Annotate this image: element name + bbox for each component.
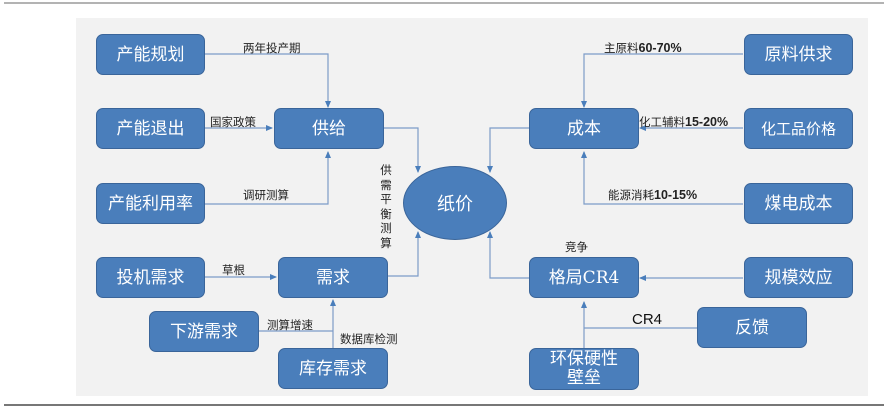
label-downstream-demand: 测算增速 (267, 318, 313, 332)
edge-demand-price (388, 231, 421, 277)
bottom-rule (4, 404, 884, 406)
label-plan-supply: 两年投产期 (243, 41, 301, 55)
label-chem-cost-text: 化工辅料 (639, 115, 685, 129)
node-feedback: 反馈 (697, 307, 807, 348)
node-raw-supply: 原料供求 (744, 34, 853, 75)
label-coal-cost-pct: 10-15% (654, 188, 698, 202)
node-demand: 需求 (278, 257, 388, 298)
edge-util-supply (205, 151, 331, 205)
node-capacity-exit: 产能退出 (96, 108, 205, 149)
edge-coal-cost (581, 151, 743, 205)
node-coal-power-cost: 煤电成本 (744, 183, 853, 224)
label-chem-cost-pct: 15-20% (685, 115, 729, 129)
edge-plan-supply (205, 53, 331, 108)
label-machine-demand: 草根 (222, 263, 245, 277)
label-feedback-cr4: CR4 (632, 311, 663, 328)
label-raw-cost-pct: 60-70% (638, 41, 682, 55)
top-rule (4, 2, 884, 4)
label-structure-price: 竞争 (565, 240, 588, 254)
label-inventory-demand: 数据库检测 (340, 332, 398, 346)
node-env-barrier: 环保硬性壁垒 (529, 348, 639, 390)
node-capacity-util: 产能利用率 (96, 183, 205, 224)
label-coal-cost-text: 能源消耗 (608, 188, 654, 202)
node-inventory-demand: 库存需求 (278, 348, 388, 389)
label-supply-demand-balance: 供需平衡测算 (380, 163, 392, 250)
node-structure-cr4: 格局CR4 (529, 257, 639, 298)
node-paper-price: 纸价 (403, 166, 507, 240)
edge-raw-cost (581, 53, 743, 108)
node-supply: 供给 (274, 108, 384, 149)
label-util-supply: 调研测算 (243, 188, 289, 202)
edge-supply-price (384, 127, 421, 173)
node-new-machine-demand: 投机需求 (96, 257, 205, 298)
label-coal-cost: 能源消耗10-15% (608, 187, 697, 203)
node-chem-price: 化工品价格 (744, 108, 853, 149)
node-downstream-demand: 下游需求 (149, 311, 259, 352)
edge-structure-price (487, 231, 529, 279)
label-raw-cost: 主原料60-70% (604, 40, 682, 56)
node-capacity-plan: 产能规划 (96, 34, 205, 75)
edge-cost-price (487, 127, 529, 173)
label-exit-supply: 国家政策 (210, 115, 256, 129)
label-raw-cost-text: 主原料 (604, 41, 639, 55)
node-cost: 成本 (529, 108, 639, 149)
node-scale-effect: 规模效应 (744, 257, 853, 298)
label-chem-cost: 化工辅料15-20% (639, 114, 728, 130)
